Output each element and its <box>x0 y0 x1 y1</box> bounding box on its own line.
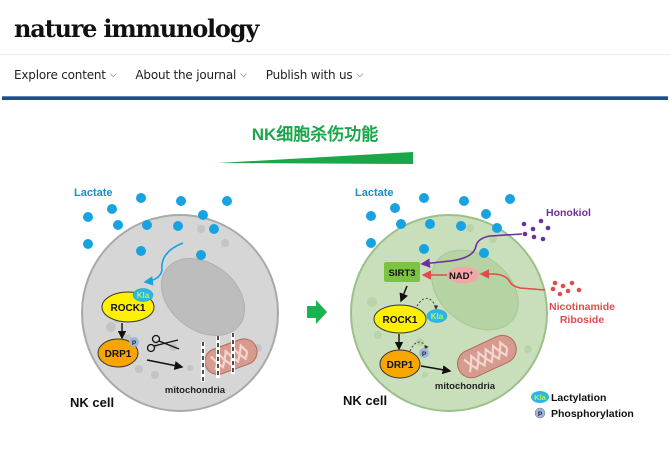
lactate-dots <box>366 193 515 258</box>
sirt3-to-rock1-arrow <box>399 285 408 303</box>
phospho-badge <box>129 337 139 347</box>
nr-arrow <box>479 269 546 291</box>
drp1-label: DRP1 <box>387 360 414 371</box>
mitochondria-label: mitochondria <box>435 381 496 392</box>
scissors-icon <box>146 334 180 353</box>
drp1-to-mito-arrow <box>420 365 452 375</box>
rock1-node <box>373 304 427 334</box>
nav-label: Publish with us <box>265 68 353 82</box>
rock1-label: ROCK1 <box>382 315 417 326</box>
nr-label-line2: Riboside <box>560 314 604 326</box>
legend-lactylation-label: Lactylation <box>551 392 606 404</box>
nav-publish-with-us[interactable]: Publish with us ⌵ <box>265 68 364 82</box>
nk-cell-label: NK cell <box>343 393 387 408</box>
transition-arrow-icon <box>307 300 327 324</box>
fission-cut-lines <box>201 333 235 382</box>
journal-logo[interactable]: nature immunology <box>14 14 259 43</box>
legend-kla-badge-text: Kla <box>534 393 547 402</box>
left-panel: Lactate ROCK1 Kla DRP1 P <box>70 187 279 412</box>
sirt3-node <box>384 262 420 282</box>
nav-label: Explore content <box>14 68 106 82</box>
kla-badge-text: Kla <box>431 312 444 321</box>
nad-node <box>447 266 479 284</box>
nucleus <box>160 258 246 336</box>
drp1-node <box>379 349 421 379</box>
kla-badge <box>132 288 154 302</box>
drp1-label: DRP1 <box>105 349 132 360</box>
chevron-down-icon: ⌵ <box>109 70 117 80</box>
honokiol-dots <box>521 218 551 242</box>
main-nav: Explore content ⌵ About the journal ⌵ Pu… <box>14 68 382 82</box>
delactylation-dashed-arrow <box>416 297 439 310</box>
nad-label: NAD+ <box>449 271 474 282</box>
figure-title: NK细胞杀伤功能 <box>252 124 379 144</box>
kla-badge-text: Kla <box>137 291 150 300</box>
chevron-down-icon: ⌵ <box>240 70 247 80</box>
legend-p-badge-text: P <box>538 411 543 418</box>
nr-label-line1: Nicotinamide <box>549 301 615 313</box>
phospho-badge <box>419 348 429 358</box>
right-panel: Lactate Honokiol SIRT3 NAD+ Nicotinamide… <box>343 187 615 412</box>
header-divider <box>0 54 670 55</box>
legend: Kla Lactylation P Phosphorylation <box>531 391 634 420</box>
mitochondria-label: mitochondria <box>165 385 226 396</box>
granules <box>106 225 262 379</box>
kla-badge <box>426 309 448 323</box>
honokiol-label: Honokiol <box>546 207 591 219</box>
phospho-badge-text: P <box>422 351 427 358</box>
drp1-node <box>97 338 139 368</box>
lactate-uptake-arrow <box>143 242 184 286</box>
rock1-label: ROCK1 <box>110 303 145 314</box>
lactate-label: Lactate <box>355 187 394 199</box>
nk-cell-label: NK cell <box>70 395 114 410</box>
nr-dots <box>550 280 582 297</box>
legend-phosphorylation-label: Phosphorylation <box>551 408 634 420</box>
chevron-down-icon: ⌵ <box>356 70 364 80</box>
mitochondrion-intact <box>456 334 517 379</box>
drp1-to-mito-arrow <box>146 359 184 370</box>
nav-about-journal[interactable]: About the journal ⌵ <box>135 68 247 82</box>
nav-explore-content[interactable]: Explore content ⌵ <box>14 68 117 82</box>
legend-kla-badge <box>531 391 549 403</box>
nav-underline-bar <box>2 96 668 100</box>
title-wedge <box>218 152 413 164</box>
nav-label: About the journal <box>135 68 237 82</box>
honokiol-arrow <box>420 233 523 268</box>
legend-p-badge <box>534 407 546 419</box>
phospho-badge-text: P <box>132 340 137 347</box>
lactate-label: Lactate <box>74 187 113 199</box>
sirt3-label: SIRT3 <box>389 268 416 279</box>
lactate-dots <box>83 193 232 260</box>
